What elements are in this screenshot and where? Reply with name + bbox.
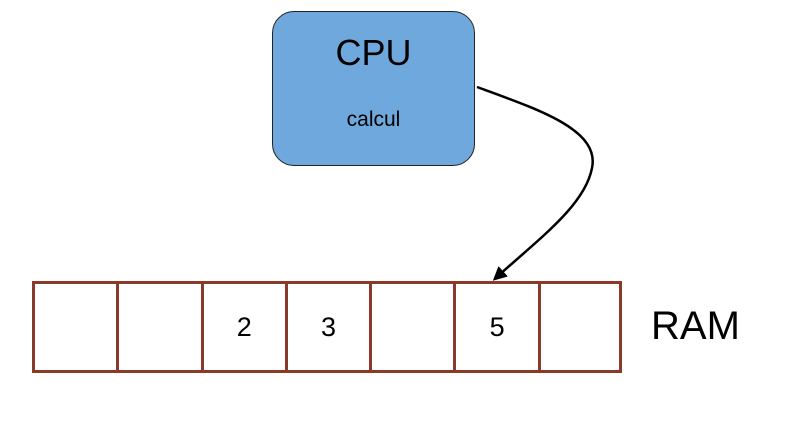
ram-cell [537,281,623,373]
ram-cell: 3 [284,281,370,373]
ram-cell: 2 [200,281,285,373]
ram-cell [32,281,117,373]
cpu-box: CPU calcul [272,11,475,166]
arrow-path [476,85,594,281]
cpu-subtitle: calcul [346,108,401,131]
ram-cells: 2 3 5 [32,281,623,373]
cpu-title: CPU [335,32,412,73]
ram-cell [116,281,201,373]
ram-cell: 5 [453,281,538,373]
ram-cell [369,281,454,373]
ram-label: RAM [651,304,740,348]
